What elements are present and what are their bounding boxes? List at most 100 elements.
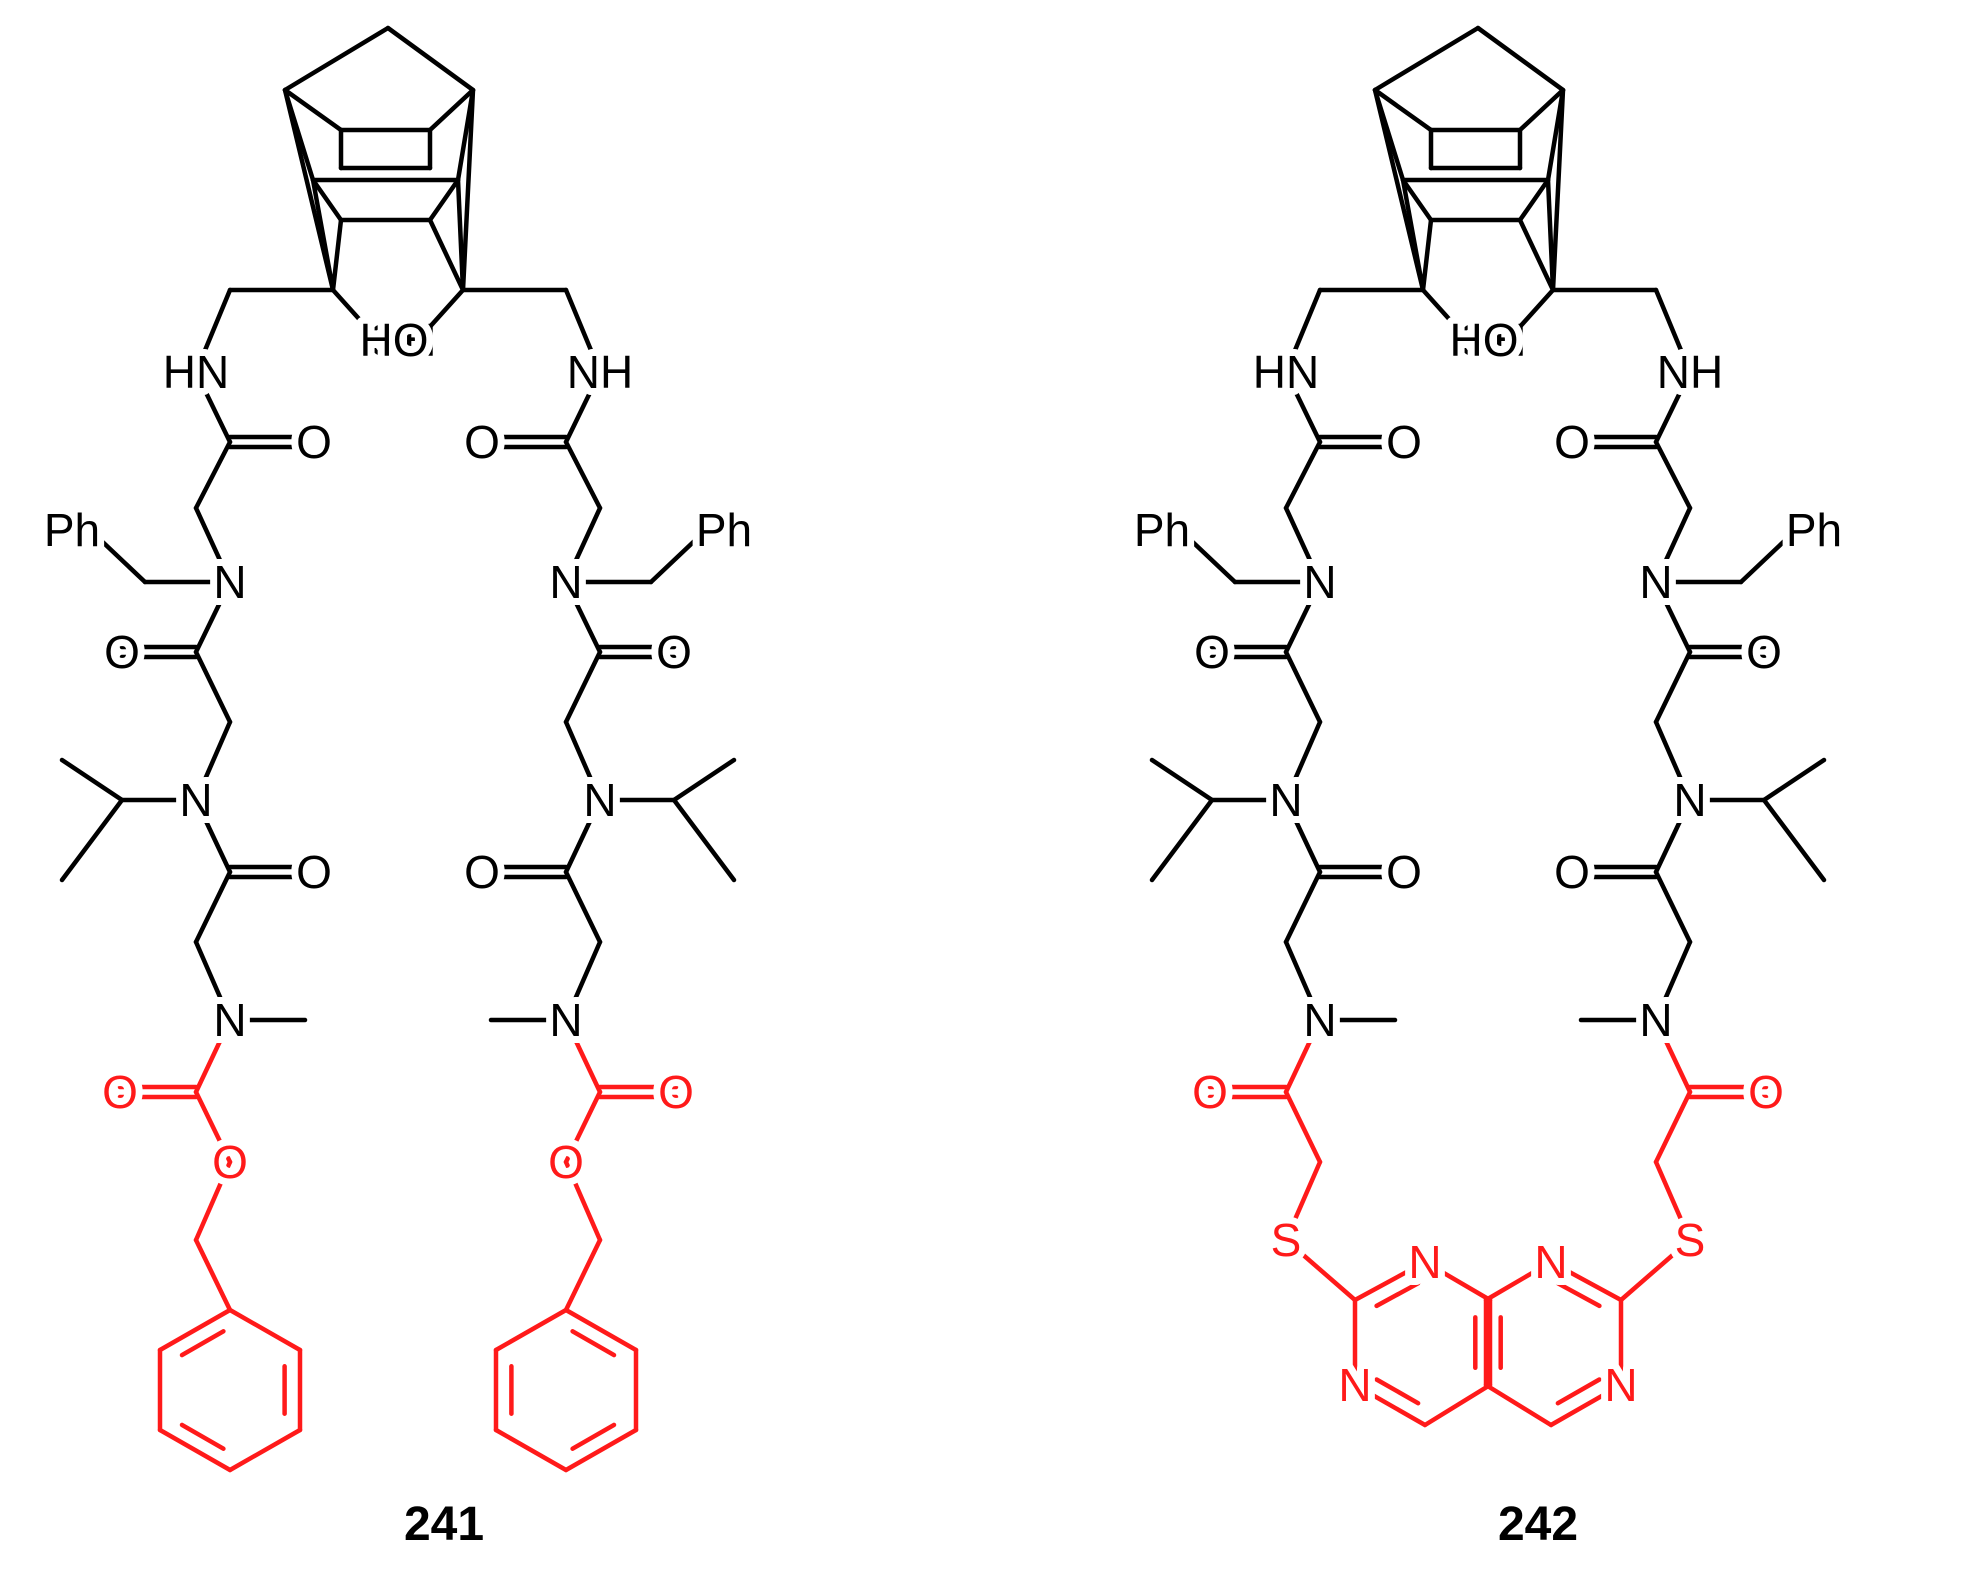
atom-label-ph: Ph	[1786, 504, 1842, 556]
single-bond	[1283, 505, 1323, 585]
single-bond	[193, 369, 233, 445]
single-bond	[563, 719, 603, 803]
atom-label-n: N	[1338, 1359, 1371, 1411]
single-bond	[1761, 797, 1827, 883]
single-bond	[59, 797, 125, 883]
atom-label-n: N	[1269, 774, 1302, 826]
single-bond	[1283, 1017, 1323, 1095]
ring-bond	[157, 1307, 233, 1353]
single-bond	[1283, 287, 1323, 375]
ring-bond	[1352, 1382, 1428, 1428]
ring-bond	[157, 1427, 233, 1473]
cage-bond	[1400, 177, 1434, 223]
cage-bond	[1550, 87, 1566, 293]
single-bond	[1283, 1089, 1323, 1165]
single-bond	[1505, 287, 1556, 343]
ring-inner-bond	[179, 1422, 226, 1451]
atom-label-ph: Ph	[696, 504, 752, 556]
atom-label-n: N	[213, 556, 246, 608]
single-bond	[563, 1237, 603, 1313]
single-bond	[193, 439, 233, 511]
atom-label-o: O	[548, 1136, 584, 1188]
single-bond	[493, 1427, 569, 1473]
single-bond	[193, 869, 233, 945]
single-bond	[193, 505, 233, 585]
single-bond	[1653, 939, 1693, 1023]
single-bond	[193, 939, 233, 1023]
cage-bond	[282, 87, 336, 293]
single-bond	[1283, 439, 1323, 511]
atom-label-o: O	[1554, 846, 1590, 898]
cage-bond	[1517, 87, 1566, 133]
atom-label-n: N	[1408, 1236, 1441, 1288]
single-bond	[1653, 369, 1693, 445]
ring-inner-bond	[1374, 1377, 1421, 1406]
cage-bond	[1372, 87, 1426, 293]
ring-bond	[563, 1427, 639, 1473]
atom-label-nh: NH	[1657, 346, 1723, 398]
single-bond	[1761, 757, 1827, 803]
single-bond	[193, 1237, 233, 1313]
atom-label-o: O	[464, 846, 500, 898]
atom-label-o: O	[464, 416, 500, 468]
single-bond	[648, 527, 709, 585]
atom-label-o: O	[296, 846, 332, 898]
single-bond	[193, 579, 233, 655]
atom-label-oh: OH	[368, 314, 437, 366]
cage-bond	[1372, 25, 1481, 93]
cage-bond	[282, 25, 391, 93]
atom-label-n: N	[213, 994, 246, 1046]
ring-bond	[563, 1307, 639, 1353]
ring-inner-bond	[179, 1329, 226, 1358]
cage-bond	[385, 25, 476, 93]
cage-bond	[330, 217, 344, 293]
atom-label-s: S	[1271, 1214, 1302, 1266]
single-bond	[493, 1307, 569, 1353]
cage-bond	[427, 177, 461, 223]
atom-label-ph: Ph	[44, 504, 100, 556]
single-bond	[415, 287, 466, 343]
atom-label-n: N	[1604, 1359, 1637, 1411]
atom-label-o: O	[1554, 416, 1590, 468]
cage-bond	[282, 87, 344, 133]
atom-label-o: O	[658, 1066, 694, 1118]
single-bond	[671, 757, 737, 803]
atom-label-n: N	[1303, 994, 1336, 1046]
compound-label: 242	[1498, 1498, 1578, 1551]
single-bond	[563, 369, 603, 445]
atom-label-o: O	[296, 416, 332, 468]
cage-bond	[1372, 87, 1434, 133]
single-bond	[563, 1089, 603, 1165]
single-bond	[1653, 439, 1693, 511]
ring-inner-bond	[1555, 1281, 1602, 1309]
atom-label-n: N	[549, 556, 582, 608]
single-bond	[1653, 505, 1693, 585]
single-bond	[1653, 1159, 1693, 1243]
single-bond	[1422, 1382, 1493, 1428]
single-bond	[1653, 797, 1693, 875]
single-bond	[227, 1307, 303, 1353]
single-bond	[1653, 287, 1693, 375]
ring-inner-bond	[570, 1329, 617, 1358]
atom-label-n: N	[1639, 994, 1672, 1046]
single-bond	[1283, 869, 1323, 945]
single-bond	[87, 527, 148, 585]
atom-label-n: N	[1303, 556, 1336, 608]
single-bond	[1283, 719, 1323, 803]
single-bond	[671, 797, 737, 883]
atom-label-o: O	[1386, 846, 1422, 898]
ring-inner-bond	[570, 1422, 617, 1451]
single-bond	[563, 939, 603, 1023]
single-bond	[1283, 649, 1323, 725]
cage-bond	[310, 177, 344, 223]
single-bond	[193, 1159, 233, 1243]
atom-label-ho: HO	[1450, 314, 1519, 366]
atom-label-n: N	[549, 994, 582, 1046]
single-bond	[563, 287, 603, 375]
atom-label-hn: HN	[1253, 346, 1319, 398]
cage-bond	[1517, 217, 1556, 293]
single-bond	[330, 287, 381, 343]
atom-label-o: O	[1746, 626, 1782, 678]
single-bond	[1283, 939, 1323, 1023]
